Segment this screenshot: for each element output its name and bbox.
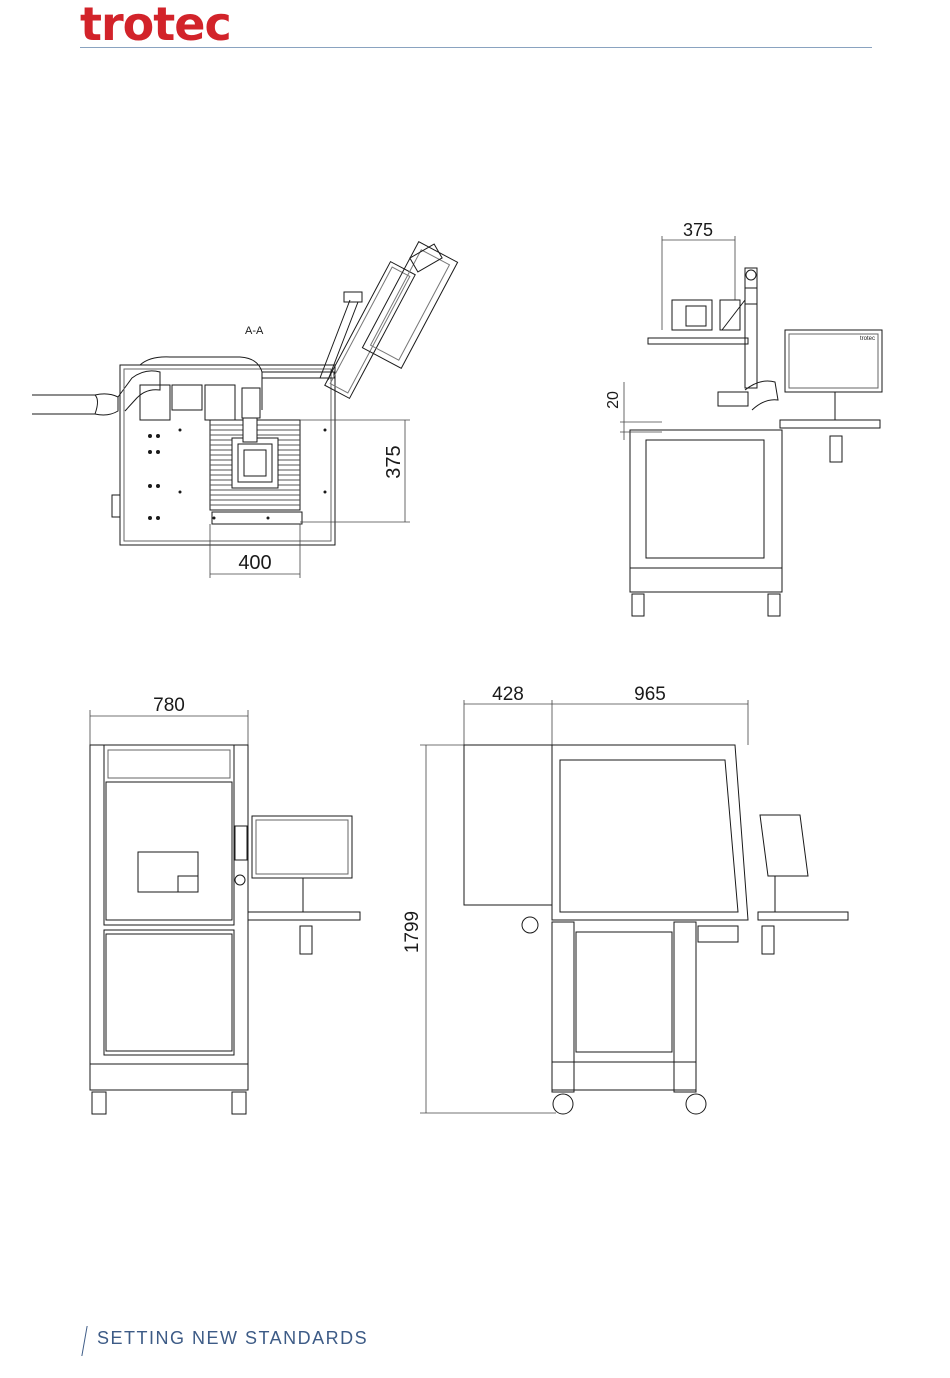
dim-side-offset: 20 xyxy=(605,391,622,409)
side-view-upper: 375 trotec xyxy=(605,220,882,616)
side-view-lower: 428 965 1799 xyxy=(402,684,848,1114)
monitor-brand: trotec xyxy=(860,336,875,342)
dim-side-depth-b: 965 xyxy=(634,684,666,705)
dim-side-shelf: 375 xyxy=(683,220,713,240)
footer-tagline: SETTING NEW STANDARDS xyxy=(97,1328,368,1349)
section-label: A-A xyxy=(245,325,264,337)
dim-front-width: 780 xyxy=(153,695,185,716)
dim-height: 1799 xyxy=(402,911,423,953)
front-view: 780 xyxy=(90,695,360,1114)
top-view: A-A 400 375 xyxy=(32,242,458,578)
dim-side-depth-a: 428 xyxy=(492,684,524,705)
dim-top-width: 400 xyxy=(238,552,271,574)
dim-top-depth: 375 xyxy=(383,445,405,478)
